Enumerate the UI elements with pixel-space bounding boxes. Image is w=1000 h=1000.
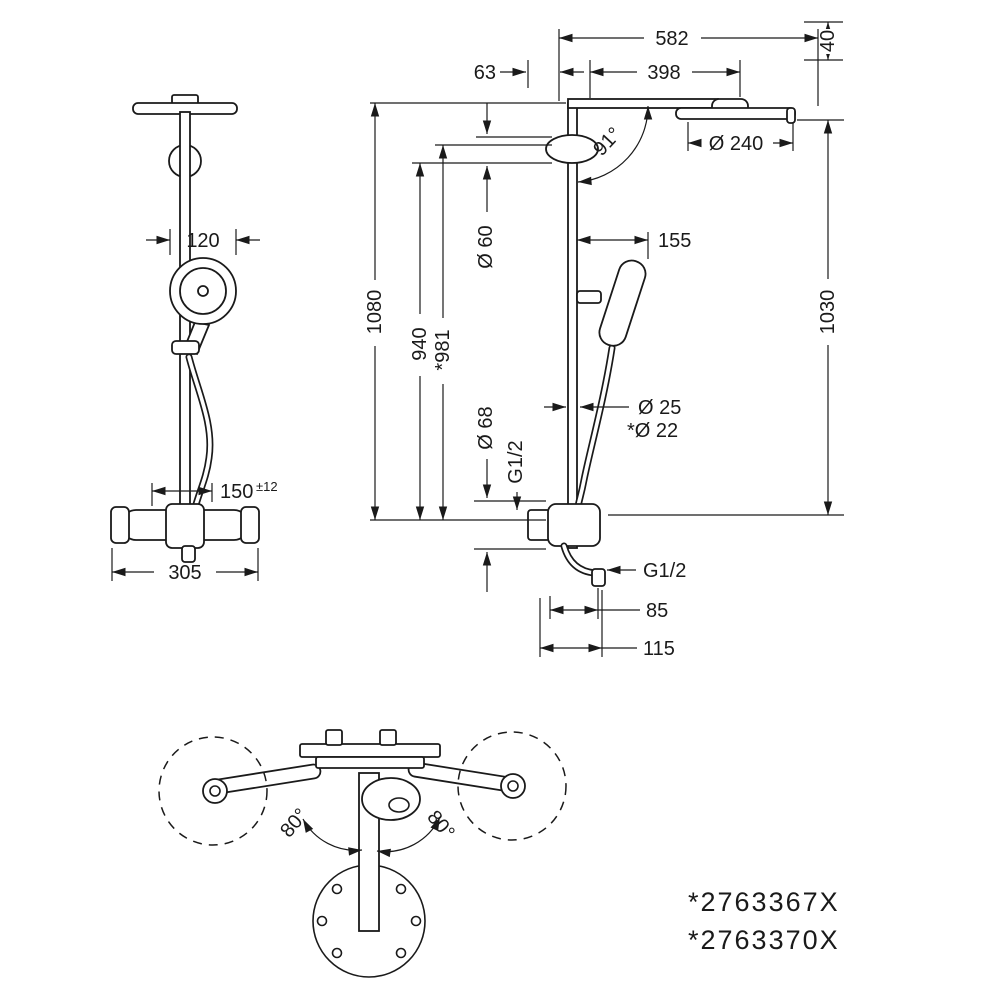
plan-bolt-hole [395, 883, 407, 895]
front-valve-center-boss [165, 503, 205, 549]
dim-label-305: 305 [168, 562, 201, 584]
plan-right-swivel-range [457, 731, 567, 841]
plan-bolt-hole [395, 947, 407, 959]
dim-label-g12-inlet: G1/2 [505, 440, 527, 483]
side-dim-240: Ø 240 [687, 122, 794, 155]
dim-label-22: *Ø 22 [627, 420, 678, 442]
front-slider-clamp [171, 340, 200, 355]
part-numbers: *2763367X *2763370X [688, 887, 840, 955]
part-number-1: *2763367X [688, 887, 840, 917]
plan-bolt [379, 729, 397, 746]
dim-label-150: 150 [220, 481, 253, 503]
side-dim-inlet-thread: G1/2 [505, 440, 527, 510]
front-view: 120 150 ±12 305 [110, 94, 278, 584]
side-dim-981: *981 [432, 144, 552, 520]
side-dim-398: 398 [589, 60, 741, 98]
front-valve-left-knob [110, 506, 130, 544]
side-dim-155: 155 [577, 230, 691, 259]
plan-wall-bracket [299, 743, 441, 758]
side-fixture [527, 98, 796, 587]
dim-label-68: Ø 68 [475, 406, 497, 449]
side-dim-115: 115 [539, 590, 675, 660]
dim-label-150-tolerance: ±12 [256, 479, 278, 494]
dim-label-60: Ø 60 [475, 225, 497, 268]
side-dim-1030: 1030 [608, 119, 844, 516]
side-view: 582 63 398 40 Ø 240 [364, 21, 844, 660]
front-dim-150: 150 ±12 [151, 479, 278, 506]
dim-label-120: 120 [186, 230, 219, 252]
side-dim-85: 85 [549, 588, 668, 622]
plan-bolt-hole [410, 915, 422, 927]
side-dim-68: Ø 68 [474, 406, 546, 592]
plan-bolt-hole [331, 883, 343, 895]
part-number-2: *2763370X [688, 925, 840, 955]
side-dim-582: 582 [558, 28, 819, 106]
side-wall-plate [527, 509, 551, 541]
plan-bracket-base [315, 756, 425, 769]
side-overhead-shower-plate [675, 107, 796, 120]
side-plate-lip [786, 107, 796, 124]
dim-label-g12-outlet: G1/2 [643, 560, 686, 582]
side-handshower-holder [576, 290, 602, 304]
plan-dim-80-left: 80° [276, 804, 363, 856]
dim-label-85: 85 [646, 600, 668, 622]
dim-label-80-left: 80° [276, 804, 312, 841]
plan-pivot-detail [388, 797, 410, 813]
dim-label-1030: 1030 [817, 290, 839, 335]
plan-left-swivel-range [158, 736, 268, 846]
side-dim-1080: 1080 [364, 102, 566, 521]
side-dim-63: 63 [474, 60, 584, 88]
dim-label-115: 115 [643, 638, 675, 660]
side-valve-body [547, 503, 601, 547]
side-shower-arm [567, 98, 719, 109]
dim-label-981: *981 [432, 329, 454, 370]
side-riser-pipe [567, 102, 578, 549]
side-handshower [598, 259, 647, 347]
dim-label-398: 398 [647, 62, 680, 84]
dim-label-63: 63 [474, 62, 496, 84]
dim-label-582: 582 [655, 28, 688, 50]
dim-label-40: 40 [817, 30, 839, 52]
side-dim-940: 940 [409, 162, 552, 520]
dim-label-1080: 1080 [364, 290, 386, 335]
side-dim-pipe-diameter: Ø 25 *Ø 22 [544, 397, 681, 442]
side-dim-40: 40 [804, 21, 843, 61]
side-outlet-nozzle [591, 568, 606, 587]
plan-pivot-boss [361, 777, 421, 821]
side-dim-60: Ø 60 [475, 103, 552, 269]
dim-label-155: 155 [658, 230, 691, 252]
dim-label-240: Ø 240 [709, 133, 763, 155]
front-valve-right-knob [240, 506, 260, 544]
dim-label-80-right: 80° [422, 806, 458, 843]
plan-view: 80° 80° [158, 729, 567, 978]
dim-label-25: Ø 25 [638, 397, 681, 419]
plan-bolt-hole [331, 947, 343, 959]
front-dim-305: 305 [111, 548, 259, 584]
plan-bolt [325, 729, 343, 746]
plan-bolt-hole [316, 915, 328, 927]
dim-label-940: 940 [409, 327, 431, 360]
side-dim-outlet-thread: G1/2 [607, 560, 686, 582]
front-dim-120: 120 [146, 229, 260, 255]
front-fixture [110, 94, 260, 563]
front-hose-nut [181, 545, 196, 563]
side-pipe-flange [545, 134, 599, 164]
